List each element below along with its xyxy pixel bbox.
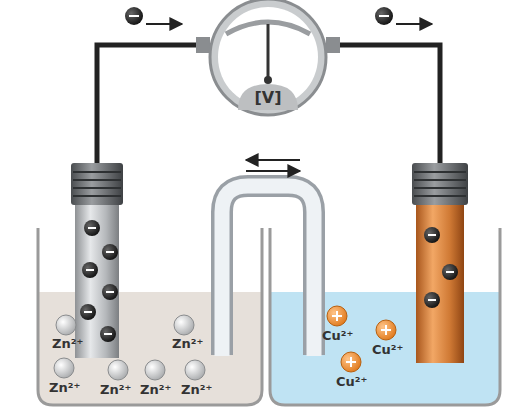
electron [442, 264, 458, 280]
meter-terminal [326, 37, 340, 53]
electron [100, 326, 116, 342]
electron [375, 7, 393, 25]
electron-flow-arrow [146, 23, 182, 25]
electron [424, 292, 440, 308]
ion-label: Zn²⁺ [181, 383, 212, 397]
ion-label: Zn²⁺ [49, 381, 80, 395]
ion-label: Zn²⁺ [100, 383, 131, 397]
meter-terminal [196, 37, 210, 53]
zinc-ion [54, 358, 74, 378]
zinc-ion [145, 360, 165, 380]
copper-electrode [416, 203, 464, 363]
wire [334, 45, 440, 165]
electrode-cap [412, 163, 468, 205]
electron [80, 304, 96, 320]
ion-label: Cu²⁺ [322, 329, 353, 343]
ion-label: Cu²⁺ [336, 375, 367, 389]
ion-flow-arrow [246, 170, 300, 172]
meter-needle [267, 24, 270, 80]
meter-display: [V] [238, 84, 298, 110]
copper-ion [376, 320, 396, 340]
electron [84, 220, 100, 236]
ion-flow-arrow [246, 159, 300, 161]
zinc-ion [185, 360, 205, 380]
electrode-cap [71, 163, 123, 205]
ion-label: Cu²⁺ [372, 343, 403, 357]
electron-flow-arrow [396, 23, 432, 25]
zinc-electrode [75, 203, 119, 358]
electron [125, 7, 143, 25]
salt-bridge [222, 186, 314, 355]
ion-label: Zn²⁺ [172, 337, 203, 351]
zinc-ion [174, 315, 194, 335]
zinc-ion [56, 315, 76, 335]
voltmeter-face [218, 7, 318, 107]
copper-ion [341, 352, 361, 372]
ion-label: Zn²⁺ [140, 383, 171, 397]
electron [82, 262, 98, 278]
electron [102, 244, 118, 260]
electron [102, 284, 118, 300]
salt-bridge-inner [222, 186, 314, 356]
wire [97, 45, 202, 165]
zinc-ion [108, 360, 128, 380]
copper-ion [327, 306, 347, 326]
ion-label: Zn²⁺ [52, 337, 83, 351]
meter-label: [V] [254, 88, 281, 107]
electron [424, 227, 440, 243]
voltmeter [210, 0, 326, 115]
